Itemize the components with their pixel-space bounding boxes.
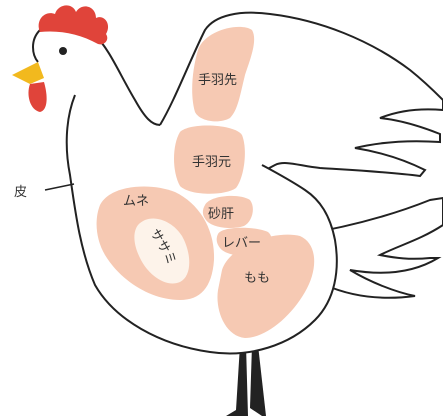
cut-tenderloin: [134, 218, 190, 284]
label-breast: ムネ: [123, 194, 149, 209]
comb: [38, 5, 109, 45]
leg-right: [250, 345, 266, 416]
wattle: [28, 82, 47, 112]
label-skin: 皮: [14, 185, 27, 200]
label-liver: レバー: [222, 236, 261, 251]
label-thigh: もも: [244, 271, 270, 286]
label-wing-tip: 手羽先: [198, 73, 237, 88]
label-gizzard: 砂肝: [208, 207, 234, 222]
head-back: [32, 29, 41, 63]
beak: [12, 62, 44, 84]
cut-wing-tip: [192, 26, 255, 122]
eye: [59, 47, 67, 55]
cut-thigh: [217, 234, 315, 338]
leg-left: [226, 345, 248, 416]
cut-gizzard: [202, 195, 253, 228]
cut-wing-base: [174, 125, 245, 194]
label-wing-base: 手羽元: [192, 155, 231, 170]
skin-pointer-line: [44, 183, 75, 191]
